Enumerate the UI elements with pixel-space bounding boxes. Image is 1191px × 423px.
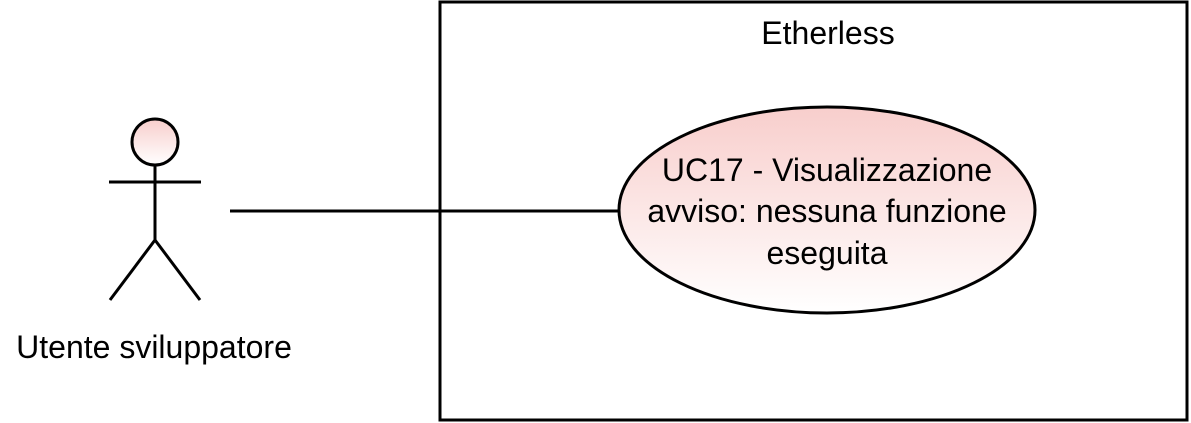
use-case-label-line-1: UC17 - Visualizzazione [662, 152, 992, 188]
use-case-label-line-2: avviso: nessuna funzione [647, 193, 1006, 229]
actor-head [130, 117, 180, 167]
stick-figure-actor-icon [108, 117, 202, 301]
actor-right-leg [153, 239, 202, 301]
actor-label: Utente sviluppatore [16, 329, 292, 365]
use-case-label-line-3: eseguita [767, 235, 888, 271]
use-case[interactable]: UC17 - Visualizzazione avviso: nessuna f… [617, 105, 1037, 315]
system-title: Etherless [761, 15, 894, 51]
actor-left-leg [108, 239, 157, 301]
actor[interactable]: Utente sviluppatore [16, 117, 292, 365]
use-case-ellipse [617, 105, 1037, 315]
